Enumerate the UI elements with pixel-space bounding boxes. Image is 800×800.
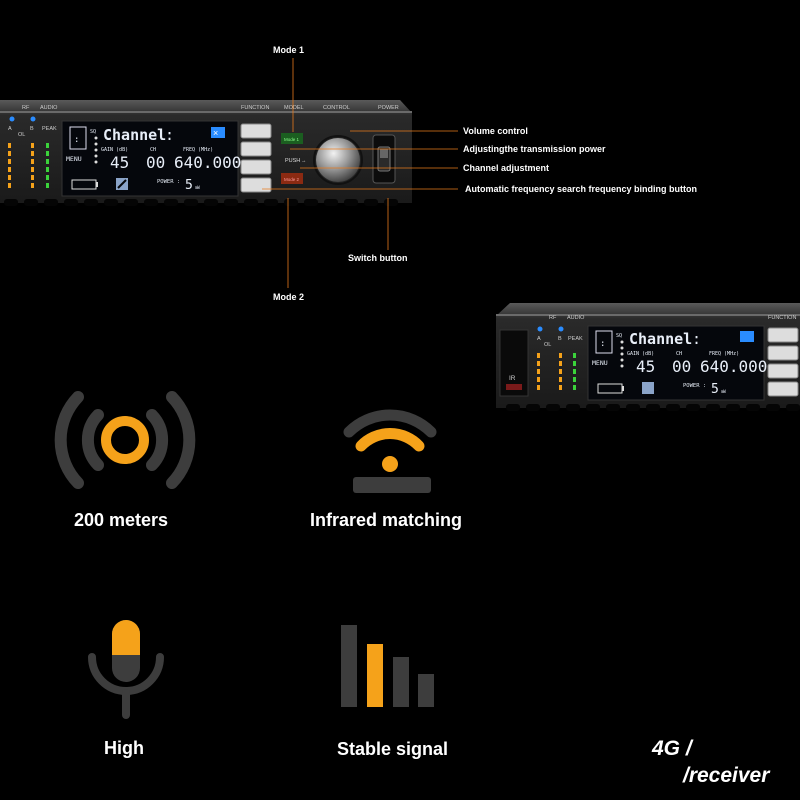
svg-text:FREQ (MHz): FREQ (MHz) — [183, 147, 213, 153]
meter-b-label: B — [30, 126, 34, 132]
svg-text:00: 00 — [672, 357, 691, 376]
svg-text:AUDIO: AUDIO — [567, 315, 585, 321]
callout-mode1: Mode 1 — [273, 45, 305, 55]
callout-switch: Switch button — [348, 253, 408, 263]
svg-text:PEAK: PEAK — [568, 336, 583, 342]
microphone-icon — [88, 620, 164, 719]
svg-text:CH: CH — [676, 351, 682, 357]
receiver-panel-right: RF AUDIO FUNCTION A B OL PEAK IR : SQ Ch… — [496, 303, 800, 411]
signal-bars-icon — [341, 625, 434, 707]
svg-text:POWER :: POWER : — [157, 179, 180, 185]
mode2-button[interactable] — [281, 173, 303, 184]
model-label: MODEL — [284, 105, 304, 111]
feature-label-stable: Stable signal — [337, 739, 449, 759]
level-meter — [8, 143, 49, 188]
svg-text:640.000: 640.000 — [700, 357, 767, 376]
callout-mode2: Mode 2 — [273, 292, 305, 302]
svg-text:A: A — [537, 336, 541, 342]
feature-label-high: High — [104, 738, 144, 758]
svg-text::: : — [165, 126, 174, 144]
svg-text:CH: CH — [150, 147, 156, 153]
lcd-display: : SQ Channel : × GAIN (dB) CH FREQ (MHz)… — [61, 120, 241, 197]
svg-text:PUSH: PUSH — [285, 158, 300, 164]
brand-line1: 4G / — [652, 737, 692, 760]
svg-text:mW: mW — [721, 389, 726, 394]
brand-line2: /receiver — [683, 764, 770, 787]
svg-text::: : — [692, 330, 701, 348]
lcd-display-right: : SQ Channel : GAIN (dB) CH FREQ (MHz) M… — [587, 325, 767, 401]
ch-value: 00 — [146, 153, 165, 172]
lcd-title: Channel — [103, 126, 166, 144]
svg-text:FUNCTION: FUNCTION — [768, 315, 796, 321]
svg-text:5: 5 — [711, 382, 719, 397]
gain-value: 45 — [110, 153, 129, 172]
power-label: POWER — [378, 105, 399, 111]
function-buttons-right[interactable] — [767, 327, 799, 397]
svg-text:×: × — [213, 128, 218, 138]
svg-text:Channel: Channel — [629, 330, 692, 348]
meter-a-label: A — [8, 126, 12, 132]
svg-text:B: B — [558, 336, 562, 342]
svg-text:MENU: MENU — [592, 359, 608, 367]
callout-power-adjust: Adjustingthe transmission power — [463, 144, 606, 154]
receiver-panel-top: RF AUDIO FUNCTION MODEL CONTROL POWER A … — [0, 100, 412, 206]
mode1-button[interactable] — [281, 133, 303, 144]
meter-ol-label: OL — [18, 132, 25, 138]
svg-text:SQ: SQ — [90, 129, 96, 135]
svg-text:MENU: MENU — [66, 155, 82, 163]
svg-text::: : — [600, 339, 605, 349]
svg-text::: : — [74, 135, 79, 145]
svg-text:mW: mW — [195, 185, 200, 190]
meter-peak-label: PEAK — [42, 126, 57, 132]
svg-text:Mode 2: Mode 2 — [284, 177, 300, 182]
audio-label: AUDIO — [40, 105, 58, 111]
svg-text:GAIN (dB): GAIN (dB) — [101, 147, 128, 153]
svg-text:Mode 1: Mode 1 — [284, 137, 300, 142]
svg-text:SQ: SQ — [616, 333, 622, 339]
volume-knob[interactable] — [316, 138, 360, 182]
callout-volume: Volume control — [463, 126, 528, 136]
feature-label-infrared: Infrared matching — [310, 510, 463, 530]
svg-text:RF: RF — [549, 315, 557, 321]
svg-text:IR: IR — [509, 375, 516, 382]
svg-text:45: 45 — [636, 357, 655, 376]
feature-label-range: 200 meters — [74, 510, 169, 530]
control-label: CONTROL — [323, 105, 350, 111]
svg-text:POWER :: POWER : — [683, 383, 706, 389]
svg-text:OL: OL — [544, 342, 551, 348]
svg-text:GAIN (dB): GAIN (dB) — [627, 351, 654, 357]
signal-waves-icon — [54, 391, 196, 489]
freq-value: 640.000 — [174, 153, 241, 172]
function-buttons[interactable] — [240, 123, 272, 193]
wifi-icon — [343, 409, 437, 493]
function-label: FUNCTION — [241, 105, 269, 111]
rf-label: RF — [22, 105, 30, 111]
svg-text:5: 5 — [185, 178, 193, 193]
callout-auto-freq: Automatic frequency search frequency bin… — [465, 184, 698, 194]
svg-text:FREQ (MHz): FREQ (MHz) — [709, 351, 739, 357]
callout-channel-adjust: Channel adjustment — [463, 163, 550, 173]
svg-text:→: → — [301, 158, 307, 164]
